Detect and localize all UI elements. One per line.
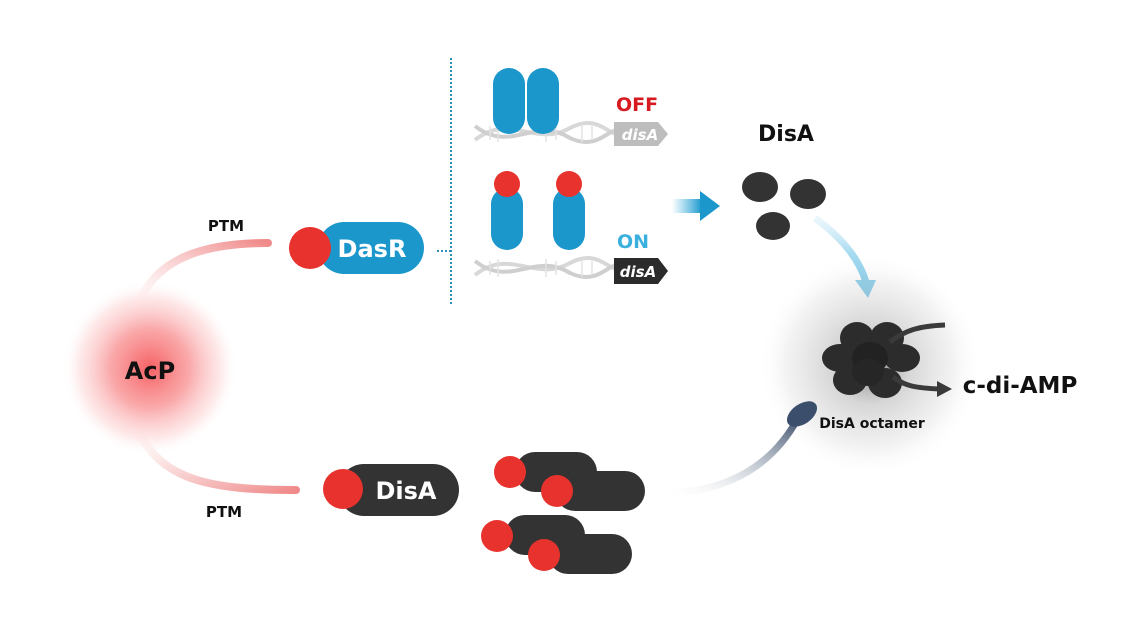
octamer-subunit bbox=[822, 344, 858, 372]
acp-label: AcP bbox=[125, 357, 175, 385]
off-state-dna: disA OFF bbox=[473, 68, 668, 146]
dasr-monomer-right bbox=[553, 188, 585, 250]
c-di-amp-label: c-di-AMP bbox=[963, 373, 1078, 399]
disa-gene-on-label: disA bbox=[620, 263, 656, 281]
disa-unit bbox=[555, 471, 645, 511]
modification-mark bbox=[556, 171, 582, 197]
off-label: OFF bbox=[616, 94, 658, 116]
disa-gene-off bbox=[614, 122, 668, 146]
inhibition-bar-icon bbox=[786, 401, 818, 427]
dasr-monomer-left bbox=[491, 188, 523, 250]
arrow-head-icon bbox=[700, 191, 720, 221]
dasr-protein: DasR bbox=[289, 222, 424, 274]
dna-strand bbox=[473, 124, 622, 144]
on-label: ON bbox=[617, 231, 649, 253]
acp-glow bbox=[62, 280, 238, 456]
ptm-label-top: PTM bbox=[208, 217, 244, 235]
disa-modified-protein: DisA bbox=[323, 464, 459, 516]
modification-mark bbox=[481, 520, 513, 552]
disa-monomer bbox=[742, 172, 778, 202]
dasr-modification-mark bbox=[289, 227, 331, 269]
disa-monomer-pool: DisA bbox=[742, 122, 826, 240]
dasr-label: DasR bbox=[338, 235, 407, 263]
modification-mark bbox=[541, 475, 573, 507]
disa-monomer bbox=[756, 212, 790, 240]
on-state-dna: disA ON bbox=[473, 171, 668, 284]
ptm-label-bottom: PTM bbox=[206, 503, 242, 521]
modified-disa-cluster-bottom bbox=[481, 515, 632, 574]
disa-gene-on bbox=[614, 258, 668, 284]
dasr-body bbox=[318, 222, 424, 274]
ptm-curve-disa bbox=[136, 431, 300, 494]
octamer-subunits bbox=[822, 322, 920, 398]
disa-octamer: DisA octamer c-di-AMP bbox=[758, 253, 1077, 477]
modification-mark bbox=[494, 456, 526, 488]
inhibition-arrow bbox=[654, 416, 802, 497]
product-arrow-head-icon bbox=[937, 381, 952, 397]
disa-gene-off-label: disA bbox=[622, 126, 658, 144]
modification-mark bbox=[494, 171, 520, 197]
dasr-dimer-left bbox=[493, 68, 525, 134]
disa-unit bbox=[548, 534, 632, 574]
dna-strand bbox=[473, 259, 622, 279]
ptm-curve-dasr bbox=[136, 239, 272, 304]
disa-pool-label: DisA bbox=[758, 122, 814, 147]
disa-modification-mark bbox=[323, 469, 363, 509]
expression-arrow bbox=[672, 191, 720, 221]
disa-monomer bbox=[790, 179, 826, 209]
disa-label: DisA bbox=[375, 477, 436, 505]
disa-body bbox=[338, 464, 459, 516]
octamer-subunit bbox=[852, 358, 884, 386]
product-path bbox=[891, 374, 941, 392]
octamer-subunit bbox=[884, 344, 920, 372]
acp-node: AcP bbox=[62, 280, 238, 456]
modified-disa-cluster-top bbox=[494, 452, 645, 511]
arrow-shaft bbox=[672, 199, 702, 213]
dasr-dimer-right bbox=[527, 68, 559, 134]
dna-strand bbox=[473, 255, 622, 277]
octamer-label: DisA octamer bbox=[819, 416, 925, 432]
substrate-path bbox=[888, 322, 946, 344]
modification-mark bbox=[528, 539, 560, 571]
